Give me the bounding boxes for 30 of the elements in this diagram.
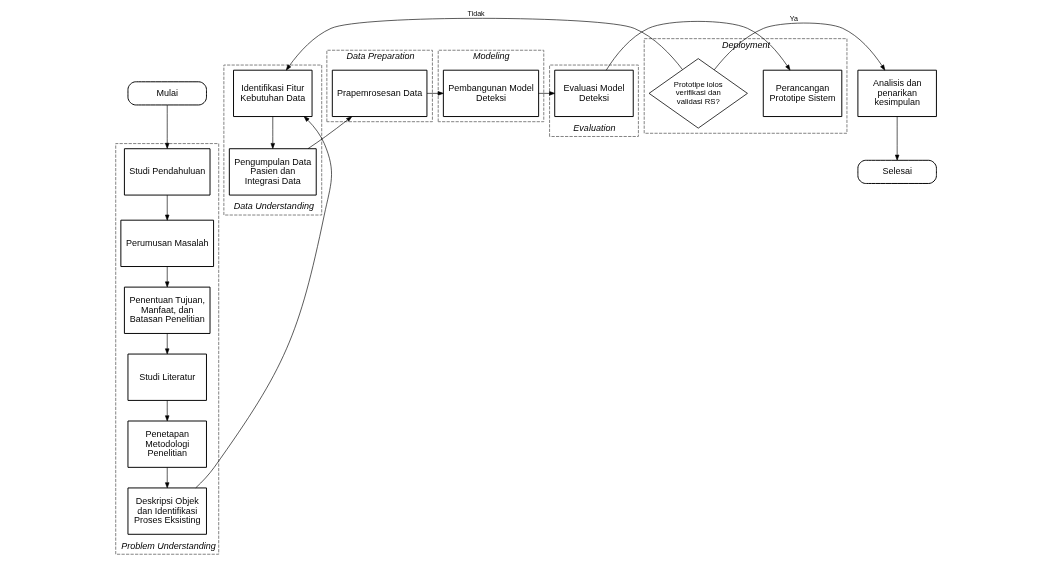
arrow	[164, 467, 169, 489]
arrow	[713, 22, 885, 71]
node-box: Perumusan Masalah	[119, 219, 214, 267]
arrow	[894, 116, 899, 161]
node-box: Studi Literatur	[126, 353, 207, 401]
arrow	[270, 116, 275, 149]
arrow	[164, 400, 169, 422]
arrow	[164, 266, 169, 288]
arrow	[164, 104, 169, 149]
node-box: Perancangan Prototipe Sistem	[762, 69, 842, 118]
node-box: Deskripsi Objek dan Identifikasi Proses Eksisting	[126, 487, 207, 535]
node-box: Studi Pendahuluan	[123, 148, 210, 196]
node-box: Analisis dan penarikan kesimpulan	[856, 69, 937, 118]
node-box: Prapemrosesan Data	[331, 69, 427, 118]
arrow	[307, 116, 352, 149]
arrow	[164, 333, 169, 355]
node-box: Evaluasi Model Deteksi	[553, 69, 634, 118]
node-box: Penetapan Metodologi Penelitian	[126, 420, 207, 468]
node-box: Mulai	[126, 81, 207, 106]
arrow	[164, 194, 169, 221]
node-box: Penentuan Tujuan, Manfaat, dan Batasan Penelitian	[123, 286, 210, 334]
arrow	[537, 91, 555, 96]
arrow	[285, 18, 683, 71]
node-box: Selesai	[856, 159, 937, 184]
node-box: Pembangunan Model Deteksi	[442, 69, 539, 118]
node-box: Identifikasi Fitur Kebutuhan Data	[232, 69, 313, 118]
arrow	[426, 91, 444, 96]
arrow	[194, 116, 332, 489]
node-box: Pengumpulan Data Pasien dan Integrasi Data	[228, 148, 317, 196]
arrow	[605, 21, 790, 71]
